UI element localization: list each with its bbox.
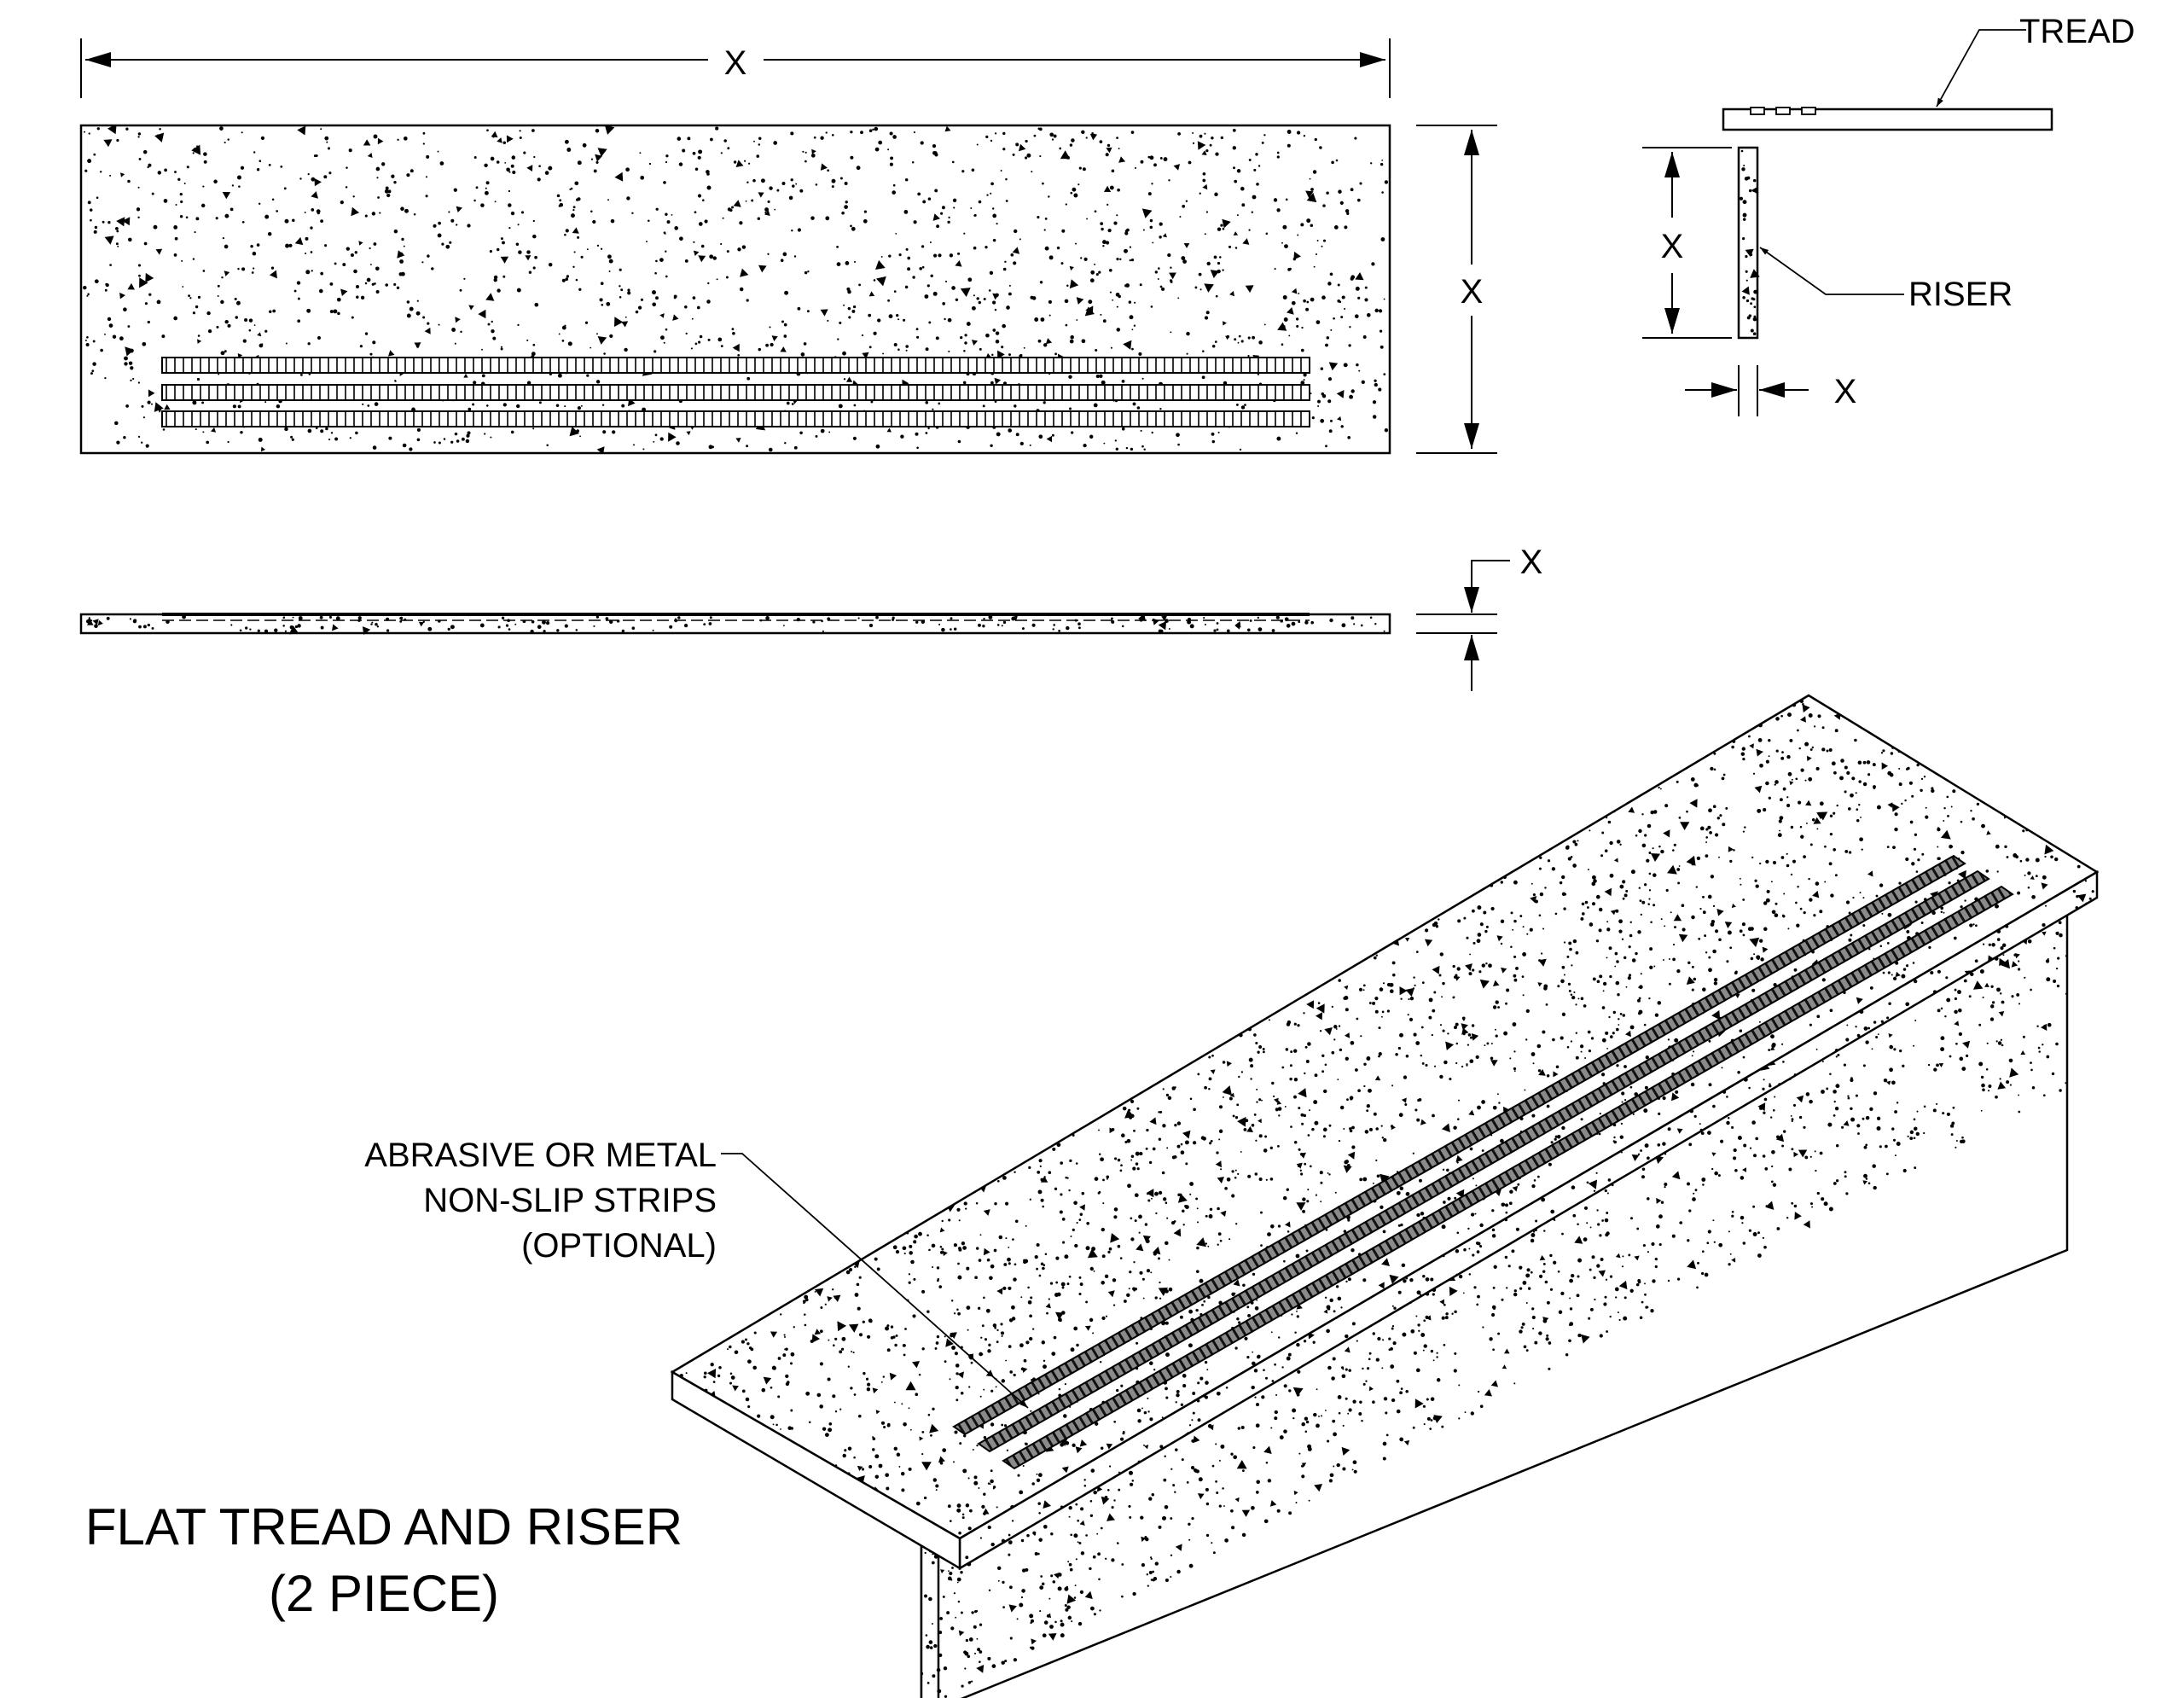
plan-tread-outline xyxy=(79,124,1391,455)
side-view: TREAD RISER X X xyxy=(1642,13,2135,416)
plan-speckle xyxy=(83,125,1389,453)
iso-strips xyxy=(952,854,2014,1470)
drawing-title: FLAT TREAD AND RISER (2 PIECE) xyxy=(85,1498,682,1622)
edge-view: X xyxy=(79,544,1543,691)
strips-label-line3: (OPTIONAL) xyxy=(521,1227,717,1265)
dim-width-label: X xyxy=(724,44,747,82)
iso-strip xyxy=(977,869,1990,1453)
plan-strip xyxy=(161,357,1310,374)
tread-label: TREAD xyxy=(2019,13,2135,50)
iso-strip xyxy=(952,854,1966,1436)
plan-view: X X xyxy=(79,38,1497,455)
riser-label: RISER xyxy=(1908,276,2013,313)
plan-strip xyxy=(161,410,1310,427)
side-dim-riser-thickness-label: X xyxy=(1834,373,1857,410)
dim-height-label: X xyxy=(1461,273,1484,311)
strips-label-line1: ABRASIVE OR METAL xyxy=(364,1137,717,1174)
title-line2: (2 PIECE) xyxy=(269,1565,499,1622)
side-dim-riser-height-label: X xyxy=(1661,228,1684,265)
isometric-view: ABRASIVE OR METAL NON-SLIP STRIPS (OPTIO… xyxy=(364,694,2100,1698)
dim-thickness-label: X xyxy=(1520,544,1543,581)
side-riser xyxy=(1737,146,1759,340)
iso-tread-side xyxy=(671,1369,961,1571)
side-tread xyxy=(1722,108,2053,131)
plan-strip xyxy=(161,384,1310,401)
side-speckle xyxy=(1739,149,1760,336)
strips-label-line2: NON-SLIP STRIPS xyxy=(423,1182,717,1219)
title-line1: FLAT TREAD AND RISER xyxy=(85,1498,682,1556)
iso-strip xyxy=(1002,885,2014,1470)
plan-strips xyxy=(161,357,1310,427)
